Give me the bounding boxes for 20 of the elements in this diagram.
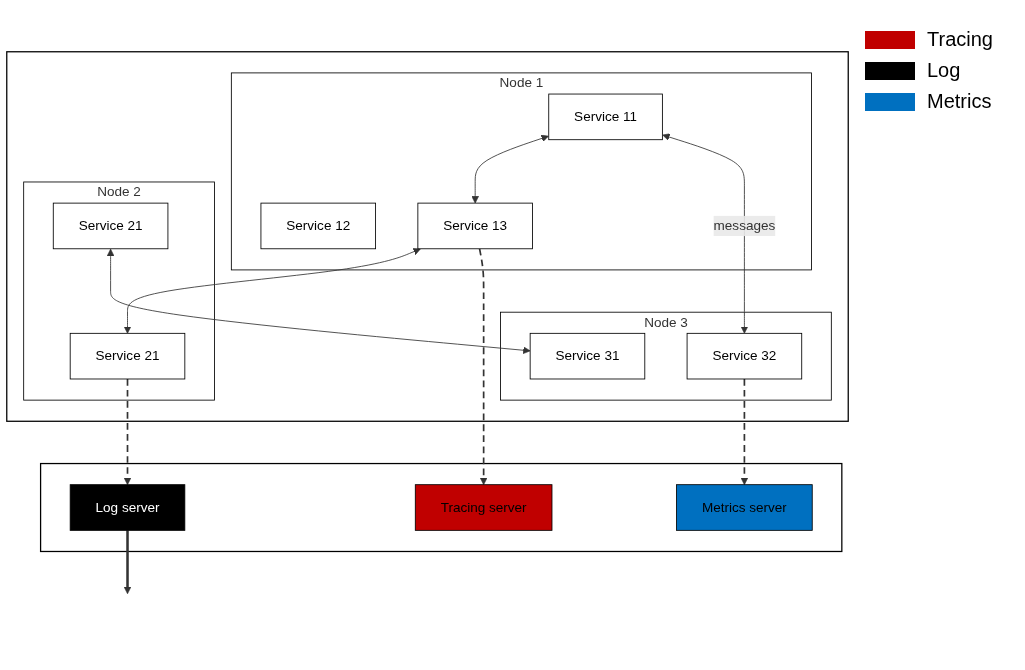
arrow	[123, 529, 132, 594]
arrow	[478, 247, 488, 485]
legend-label: Tracing	[927, 28, 993, 51]
node-box: Service 32	[686, 332, 803, 379]
legend-label: Log	[927, 59, 961, 82]
cluster	[6, 50, 849, 422]
legend-label: Metrics	[927, 90, 992, 113]
node-box: Service 11	[548, 93, 663, 140]
node-box: Log server	[69, 483, 186, 531]
node-box: Service 21	[69, 332, 186, 379]
node-box: Tracing server	[414, 483, 553, 531]
cluster	[39, 462, 843, 552]
node-box: Service 31	[529, 332, 646, 379]
node-box: Service 12	[260, 202, 376, 249]
node-box: Service 21	[52, 202, 169, 249]
node-box: Metrics server	[676, 483, 813, 531]
edge-label: messages	[713, 217, 776, 233]
node-box: Service 13	[417, 202, 533, 249]
arrow	[123, 377, 132, 485]
arrow	[740, 377, 749, 485]
